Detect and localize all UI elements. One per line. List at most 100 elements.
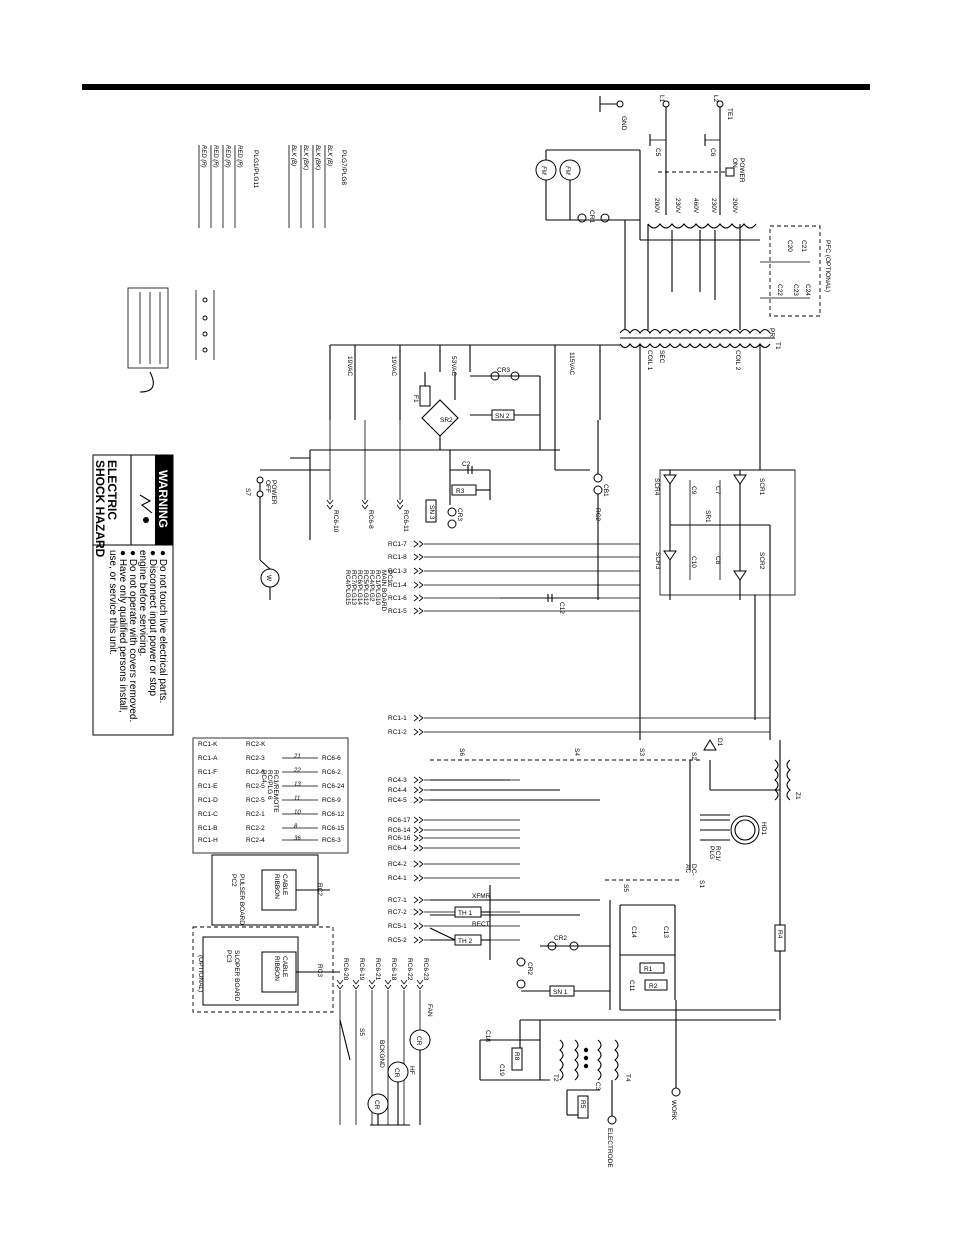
bottom-arrow [368, 979, 376, 990]
xfmr-label: XFMR [472, 893, 491, 900]
pc2-ribbon-box [261, 869, 297, 911]
pri-label: PRI [768, 328, 775, 339]
s5-label: S5 [622, 884, 629, 892]
c20-label: C20 [786, 240, 793, 252]
c6-label: C6 [709, 148, 716, 157]
table-col2-cell: RC2-3 [246, 755, 265, 762]
boards: RIBBON CABLE PC2 PULSER BOARD RC2 RIBBON… [192, 854, 340, 1013]
c14-label: C14 [630, 926, 637, 938]
connector-arrow [413, 834, 424, 842]
pc1-legend-line: RC6/PLG14 [356, 570, 363, 605]
connector-rc1-1: RC1-1 [388, 715, 407, 722]
connector-rc7-1: RC7-1 [388, 897, 407, 904]
connector-rc6-10: RC6-10 [332, 510, 339, 533]
shock-icon [139, 494, 153, 523]
connector-arrow [413, 567, 424, 575]
scr3-label: SCR3 [654, 552, 661, 570]
connector-rc1-4: RC1-4 [388, 582, 407, 589]
ac-label: AC [684, 864, 691, 873]
table-wire-number: 36 [294, 836, 301, 842]
warning-title: WARNING [156, 470, 170, 528]
table-col1-cell: RC1-F [198, 769, 217, 776]
connector-rc1-7: RC1-7 [388, 541, 407, 548]
pc3-label: PC3 [225, 950, 232, 963]
tap-200v-b: 200V [731, 198, 738, 214]
connector-arrow [413, 553, 424, 561]
warning-bullet: use, or service this unit. [107, 550, 118, 655]
plg1-title: PLG1/PLG11 [252, 150, 259, 189]
r3-label: R3 [456, 488, 465, 495]
table-col1-cell: RC1-A [198, 755, 218, 762]
s3-label: S3 [638, 748, 645, 756]
r5-label: R5 [579, 1100, 586, 1109]
connector-rc6-4: RC6-4 [388, 845, 407, 852]
pc1-legend-line: PC1 [386, 570, 393, 583]
bottom-arrow [416, 979, 424, 990]
bottom-section: TH 1 TH 2 XFMR RECT CR2 CR2 SN 1 R1 R2 C… [429, 885, 780, 1011]
table-wire-number: 13 [294, 782, 301, 788]
bottom-arrow [400, 979, 408, 990]
pc3-ribbon-1: RIBBON [273, 956, 280, 981]
fan-section: FAN CR CR HF CR BCKGND S5 [339, 1004, 433, 1126]
left-connector-column: RC1-7RC1-8RC1-3RC1-4RC1-6RC1-5RC1-1RC1-2… [388, 540, 770, 944]
pc1-legend-line: MAIN BOARD [380, 570, 387, 611]
tap-230v-b: 230V [710, 198, 717, 214]
coil1-label: COIL 1 [646, 350, 653, 371]
r8-label: R8 [513, 1052, 520, 1061]
t2-label: T2 [552, 1074, 559, 1082]
pc3-ribbon-2: CABLE [281, 956, 288, 978]
bottom-arrow [384, 979, 392, 990]
z1-label: Z1 [794, 792, 801, 800]
cr-label-a: CR [415, 1036, 422, 1046]
table-col3-cell: RC6-3 [322, 837, 341, 844]
table-col3-cell: RC6-24 [322, 783, 345, 790]
mid-arrow [326, 499, 334, 510]
connector-rc4-4: RC4-4 [388, 787, 407, 794]
s2-label: S2 [690, 752, 697, 760]
output-section: WORK ELECTRODE T4 T2 C3 R5 C18 C19 R8 [479, 1000, 776, 1168]
input-power-section: GND L1 L2 TE1 C5 C6 POWER ON 200V 230V 4… [535, 95, 831, 371]
connector-arrow [413, 908, 424, 916]
connector-rc1-6: RC1-6 [388, 595, 407, 602]
table-col3-cell: RC6-12 [322, 811, 345, 818]
c22-label: C22 [776, 284, 783, 296]
cr2-top-label: CR2 [554, 935, 567, 942]
cb1-label: CB1 [602, 484, 609, 497]
connector-rc7-2: RC7-2 [388, 909, 407, 916]
connector-rc6-21: RC6-21 [374, 958, 381, 981]
connector-arrow [413, 816, 424, 824]
scr4-label: SCR4 [653, 478, 660, 496]
v53-label: 53VAC [450, 356, 457, 376]
table-wire-number: 8 [294, 824, 298, 830]
connector-arrow [413, 540, 424, 548]
table-heading-line: RC/PLG 6 [266, 770, 273, 800]
rc1-plg-label-2: PLG [708, 846, 715, 859]
connector-rc6-14: RC6-14 [388, 827, 411, 834]
fm1-label: FM [564, 166, 570, 175]
s4-label: S4 [573, 748, 580, 756]
connector-rc6-19: RC6-19 [358, 958, 365, 981]
connector-arrow [413, 922, 424, 930]
power-on-label-2: ON [731, 158, 738, 168]
work-terminal [671, 1087, 681, 1097]
te1-label: TE1 [726, 108, 733, 120]
power-on-label: POWER [738, 158, 745, 183]
tap-230v-a: 230V [674, 198, 681, 214]
t4-label: T4 [624, 1074, 631, 1082]
connector-arrow [413, 594, 424, 602]
top-rule [82, 84, 870, 90]
w-label: W [265, 575, 272, 582]
sr1-label: SR1 [704, 510, 711, 523]
s6-label: S6 [458, 748, 465, 756]
bckgnd-label: BCKGND [378, 1040, 385, 1068]
table-col2-cell: RC2-2 [246, 825, 265, 832]
pc1-legend-line: RC5/PLG12 [362, 570, 369, 605]
plg7-title: PLG7/PLG8 [340, 150, 347, 185]
power-off-label: POWER [270, 480, 277, 505]
table-heading-line: RC1/REMOTE [272, 770, 279, 813]
connector-arrow [413, 786, 424, 794]
connector-rc6-16: RC6-16 [388, 835, 411, 842]
table-col2-cell: RC2-K [246, 741, 266, 748]
